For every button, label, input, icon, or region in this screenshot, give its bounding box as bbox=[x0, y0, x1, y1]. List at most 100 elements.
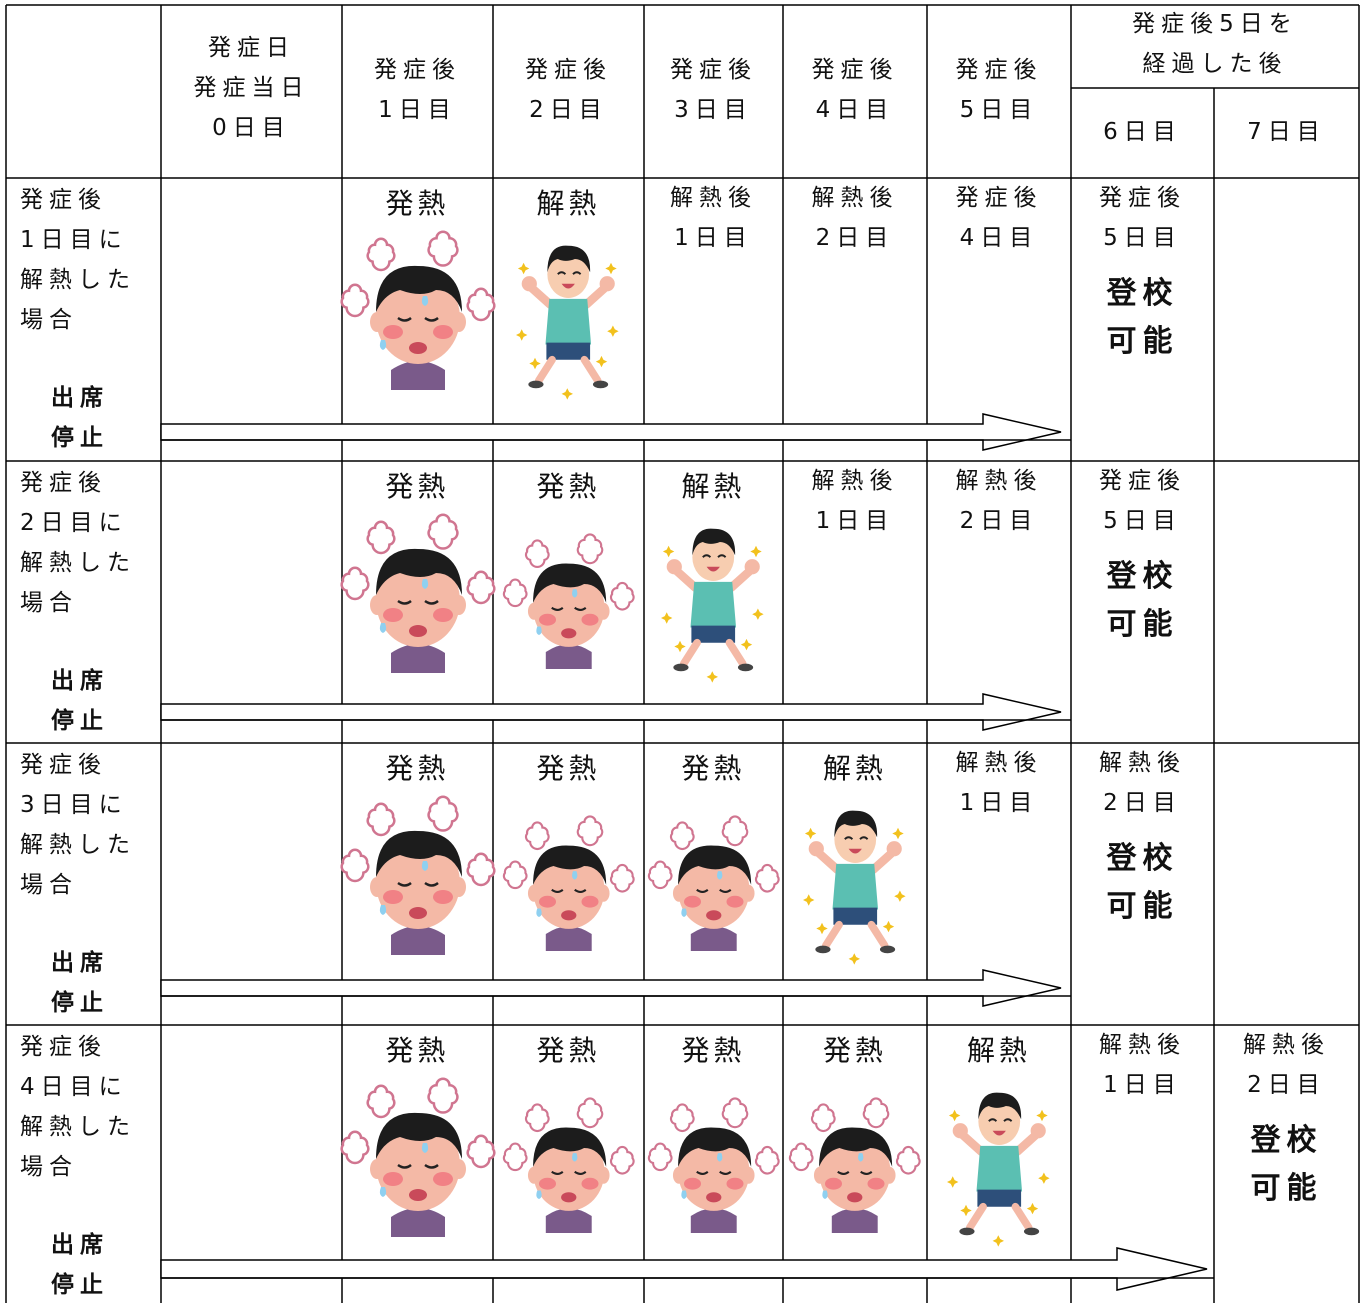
sparkle-icon bbox=[816, 922, 828, 935]
status-cell: 発熱 bbox=[385, 1034, 450, 1067]
status-cell: 解熱後 1日目 bbox=[955, 750, 1043, 816]
status-cell: 解熱 bbox=[536, 187, 601, 220]
status-cell: 解熱後 2日目 bbox=[955, 468, 1043, 534]
steam-icon bbox=[426, 1077, 459, 1114]
steam-icon bbox=[465, 852, 496, 887]
attendance-stop-label: 出席停止 bbox=[51, 950, 109, 1016]
sick-boy-icon bbox=[339, 795, 496, 955]
happy-boy-icon bbox=[802, 810, 906, 965]
steam-icon bbox=[339, 1130, 370, 1165]
status-cell: 解熱 bbox=[681, 470, 746, 503]
status-cell: 発症後 4日目 bbox=[955, 185, 1043, 251]
attendance-stop-label: 出席停止 bbox=[51, 385, 109, 451]
sick-boy-icon bbox=[339, 1077, 496, 1237]
sparkle-icon bbox=[946, 1176, 959, 1188]
steam-icon bbox=[721, 1097, 749, 1129]
sick-boy-icon bbox=[339, 230, 496, 390]
steam-icon bbox=[465, 1134, 496, 1169]
status-cell: 解熱 bbox=[822, 752, 887, 785]
status-cell: 発熱 bbox=[385, 187, 450, 220]
arrow-icon bbox=[160, 969, 1062, 1007]
sparkle-icon bbox=[1037, 1172, 1050, 1184]
steam-icon bbox=[896, 1145, 921, 1175]
steam-icon bbox=[339, 566, 370, 601]
status-cell: 発熱 bbox=[536, 752, 601, 785]
steam-icon bbox=[365, 802, 396, 837]
school-ok-label: 登校可能 bbox=[1106, 841, 1179, 924]
attendance-stop-label: 出席停止 bbox=[51, 1232, 109, 1298]
attendance-stop-label: 出席停止 bbox=[51, 668, 109, 734]
sick-boy-icon bbox=[647, 1097, 780, 1233]
steam-icon bbox=[465, 570, 496, 605]
sparkle-icon bbox=[752, 608, 764, 620]
status-cell: 解熱後 1日目 bbox=[670, 185, 757, 251]
steam-icon bbox=[609, 863, 635, 893]
steam-icon bbox=[609, 581, 635, 611]
sparkle-icon bbox=[992, 1235, 1004, 1247]
steam-icon bbox=[576, 1097, 604, 1129]
steam-icon bbox=[609, 1145, 635, 1175]
sick-boy-icon bbox=[502, 1097, 635, 1233]
status-cell: 発症後 5日目 bbox=[1099, 185, 1186, 251]
steam-icon bbox=[365, 237, 396, 272]
sparkle-icon bbox=[892, 827, 904, 840]
sparkle-icon bbox=[706, 671, 719, 683]
steam-icon bbox=[576, 533, 604, 565]
steam-icon bbox=[789, 1142, 814, 1172]
happy-boy-icon bbox=[946, 1092, 1050, 1247]
steam-icon bbox=[365, 1084, 396, 1119]
arrow-icon bbox=[160, 1247, 1208, 1291]
steam-icon bbox=[426, 795, 459, 832]
steam-icon bbox=[754, 1145, 780, 1175]
sick-boy-icon bbox=[647, 815, 780, 951]
happy-boy-icon bbox=[516, 245, 619, 400]
sparkle-icon bbox=[516, 329, 528, 341]
steam-icon bbox=[502, 578, 528, 608]
sparkle-icon bbox=[750, 545, 762, 558]
sparkle-icon bbox=[607, 325, 619, 337]
arrow-icon bbox=[160, 693, 1062, 731]
status-cell: 解熱後 1日目 bbox=[1099, 1032, 1186, 1098]
sick-boy-icon bbox=[339, 513, 496, 673]
steam-icon bbox=[754, 863, 780, 893]
status-cell: 発熱 bbox=[536, 1034, 601, 1067]
sparkle-icon bbox=[804, 827, 817, 840]
steam-icon bbox=[365, 520, 396, 555]
school-ok-label: 登校可能 bbox=[1250, 1123, 1323, 1206]
steam-icon bbox=[647, 1142, 673, 1172]
status-cell: 発熱 bbox=[681, 752, 746, 785]
steam-icon bbox=[811, 1103, 836, 1132]
status-cell: 解熱後 2日目 bbox=[811, 185, 899, 251]
steam-icon bbox=[576, 815, 604, 847]
steam-icon bbox=[502, 860, 528, 890]
school-ok-label: 登校可能 bbox=[1106, 559, 1179, 642]
status-cell: 解熱後 2日目 bbox=[1243, 1032, 1330, 1098]
status-cell: 発熱 bbox=[822, 1034, 887, 1067]
sick-boy-icon bbox=[502, 815, 635, 951]
school-ok-label: 登校可能 bbox=[1106, 276, 1179, 359]
sick-boy-icon bbox=[789, 1097, 921, 1233]
steam-icon bbox=[669, 1103, 695, 1132]
sparkle-icon bbox=[948, 1109, 961, 1122]
status-cell: 発熱 bbox=[385, 752, 450, 785]
steam-icon bbox=[524, 539, 550, 568]
sparkle-icon bbox=[882, 920, 894, 933]
sparkle-icon bbox=[529, 357, 541, 370]
status-cell: 発熱 bbox=[681, 1034, 746, 1067]
sparkle-icon bbox=[663, 545, 675, 558]
steam-icon bbox=[465, 287, 496, 322]
status-cell: 発熱 bbox=[536, 470, 601, 503]
steam-icon bbox=[524, 1103, 550, 1132]
steam-icon bbox=[426, 230, 459, 267]
steam-icon bbox=[339, 283, 370, 318]
